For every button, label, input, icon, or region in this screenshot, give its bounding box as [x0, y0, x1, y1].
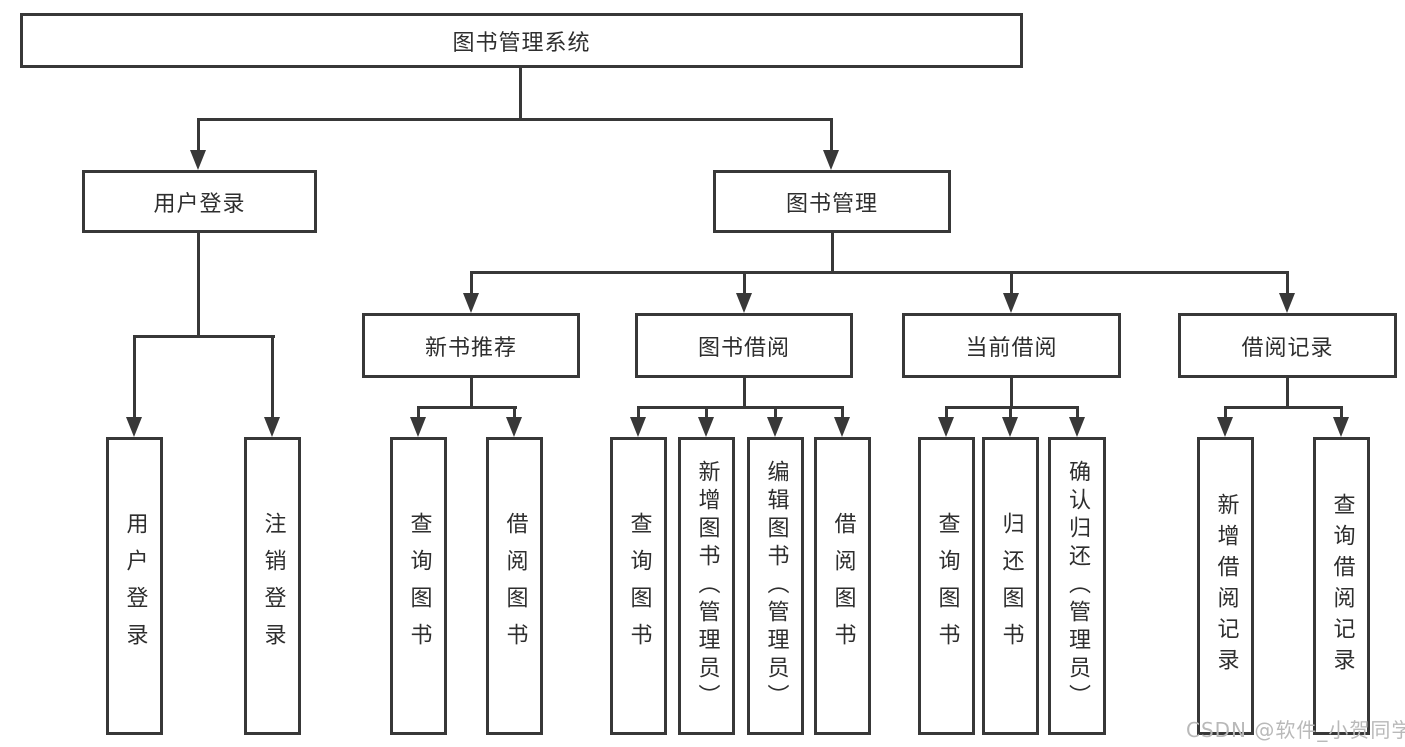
node-library-management-system: 图书管理系统 [20, 13, 1023, 68]
connector-line [1224, 406, 1227, 420]
connector-line [133, 335, 275, 338]
leaf-query-borrow-record: 查询借阅记录 [1313, 437, 1370, 735]
leaf-label: 用户登录 [122, 512, 148, 660]
arrow-down-icon [264, 417, 280, 437]
connector-line [705, 406, 708, 420]
arrow-down-icon [1333, 417, 1349, 437]
arrow-down-icon [190, 150, 206, 170]
node-new-book-recommendation: 新书推荐 [362, 313, 580, 378]
connector-line [945, 406, 948, 420]
connector-line [519, 66, 522, 120]
arrow-down-icon [1069, 417, 1085, 437]
arrow-down-icon [736, 293, 752, 313]
connector-line [637, 406, 640, 420]
connector-line [470, 271, 1289, 274]
node-user-login: 用户登录 [82, 170, 317, 233]
leaf-edit-books-admin: 编辑图书（管理员） [747, 437, 804, 735]
connector-line [1286, 271, 1289, 295]
connector-line [513, 406, 516, 420]
connector-line [743, 271, 746, 295]
arrow-down-icon [767, 417, 783, 437]
arrow-down-icon [823, 150, 839, 170]
connector-line [1224, 406, 1343, 409]
node-current-borrowing: 当前借阅 [902, 313, 1121, 378]
connector-line [197, 118, 833, 121]
leaf-query-books: 查询图书 [918, 437, 975, 735]
leaf-label: 编辑图书（管理员） [763, 460, 789, 712]
connector-line [637, 406, 844, 409]
leaf-label: 查询图书 [406, 512, 432, 660]
leaf-label: 注销登录 [260, 512, 286, 660]
connector-line [197, 233, 200, 337]
leaf-query-books: 查询图书 [610, 437, 667, 735]
leaf-query-books: 查询图书 [390, 437, 447, 735]
connector-line [1286, 376, 1289, 409]
connector-line [945, 406, 1079, 409]
leaf-label: 查询图书 [934, 512, 960, 660]
arrow-down-icon [506, 417, 522, 437]
arrow-down-icon [1002, 417, 1018, 437]
leaf-label: 归还图书 [998, 512, 1024, 660]
connector-line [743, 376, 746, 409]
connector-line [417, 406, 517, 409]
leaf-label: 确认归还（管理员） [1065, 460, 1090, 712]
connector-line [133, 335, 136, 419]
leaf-label: 新增图书（管理员） [694, 460, 720, 712]
node-borrowing-records: 借阅记录 [1178, 313, 1397, 378]
leaf-borrow-books: 借阅图书 [486, 437, 543, 735]
arrow-down-icon [938, 417, 954, 437]
leaf-label: 查询图书 [626, 512, 652, 660]
arrow-down-icon [1217, 417, 1233, 437]
leaf-label: 借阅图书 [830, 512, 856, 660]
arrow-down-icon [126, 417, 142, 437]
connector-line [841, 406, 844, 420]
arrow-down-icon [463, 293, 479, 313]
connector-line [1340, 406, 1343, 420]
leaf-add-books-admin: 新增图书（管理员） [678, 437, 735, 735]
connector-line [831, 233, 834, 274]
connector-line [271, 335, 274, 419]
arrow-down-icon [698, 417, 714, 437]
leaf-return-books: 归还图书 [982, 437, 1039, 735]
arrow-down-icon [1279, 293, 1295, 313]
connector-line [1010, 376, 1013, 409]
leaf-logout: 注销登录 [244, 437, 301, 735]
connector-line [470, 376, 473, 409]
connector-line [1010, 271, 1013, 295]
connector-line [417, 406, 420, 420]
node-book-borrowing: 图书借阅 [635, 313, 853, 378]
connector-line [197, 118, 200, 152]
leaf-add-borrow-record: 新增借阅记录 [1197, 437, 1254, 735]
node-book-management: 图书管理 [713, 170, 951, 233]
leaf-borrow-books: 借阅图书 [814, 437, 871, 735]
connector-line [1009, 406, 1012, 420]
arrow-down-icon [410, 417, 426, 437]
arrow-down-icon [630, 417, 646, 437]
connector-line [830, 118, 833, 152]
leaf-label: 查询借阅记录 [1329, 493, 1355, 679]
leaf-label: 新增借阅记录 [1213, 493, 1239, 679]
connector-line [774, 406, 777, 420]
leaf-user-login: 用户登录 [106, 437, 163, 735]
arrow-down-icon [834, 417, 850, 437]
connector-line [470, 271, 473, 295]
leaf-confirm-return-admin: 确认归还（管理员） [1048, 437, 1106, 735]
csdn-watermark: CSDN @软件_小贺同学 [1186, 718, 1405, 742]
connector-line [1076, 406, 1079, 420]
arrow-down-icon [1003, 293, 1019, 313]
leaf-label: 借阅图书 [502, 512, 528, 660]
